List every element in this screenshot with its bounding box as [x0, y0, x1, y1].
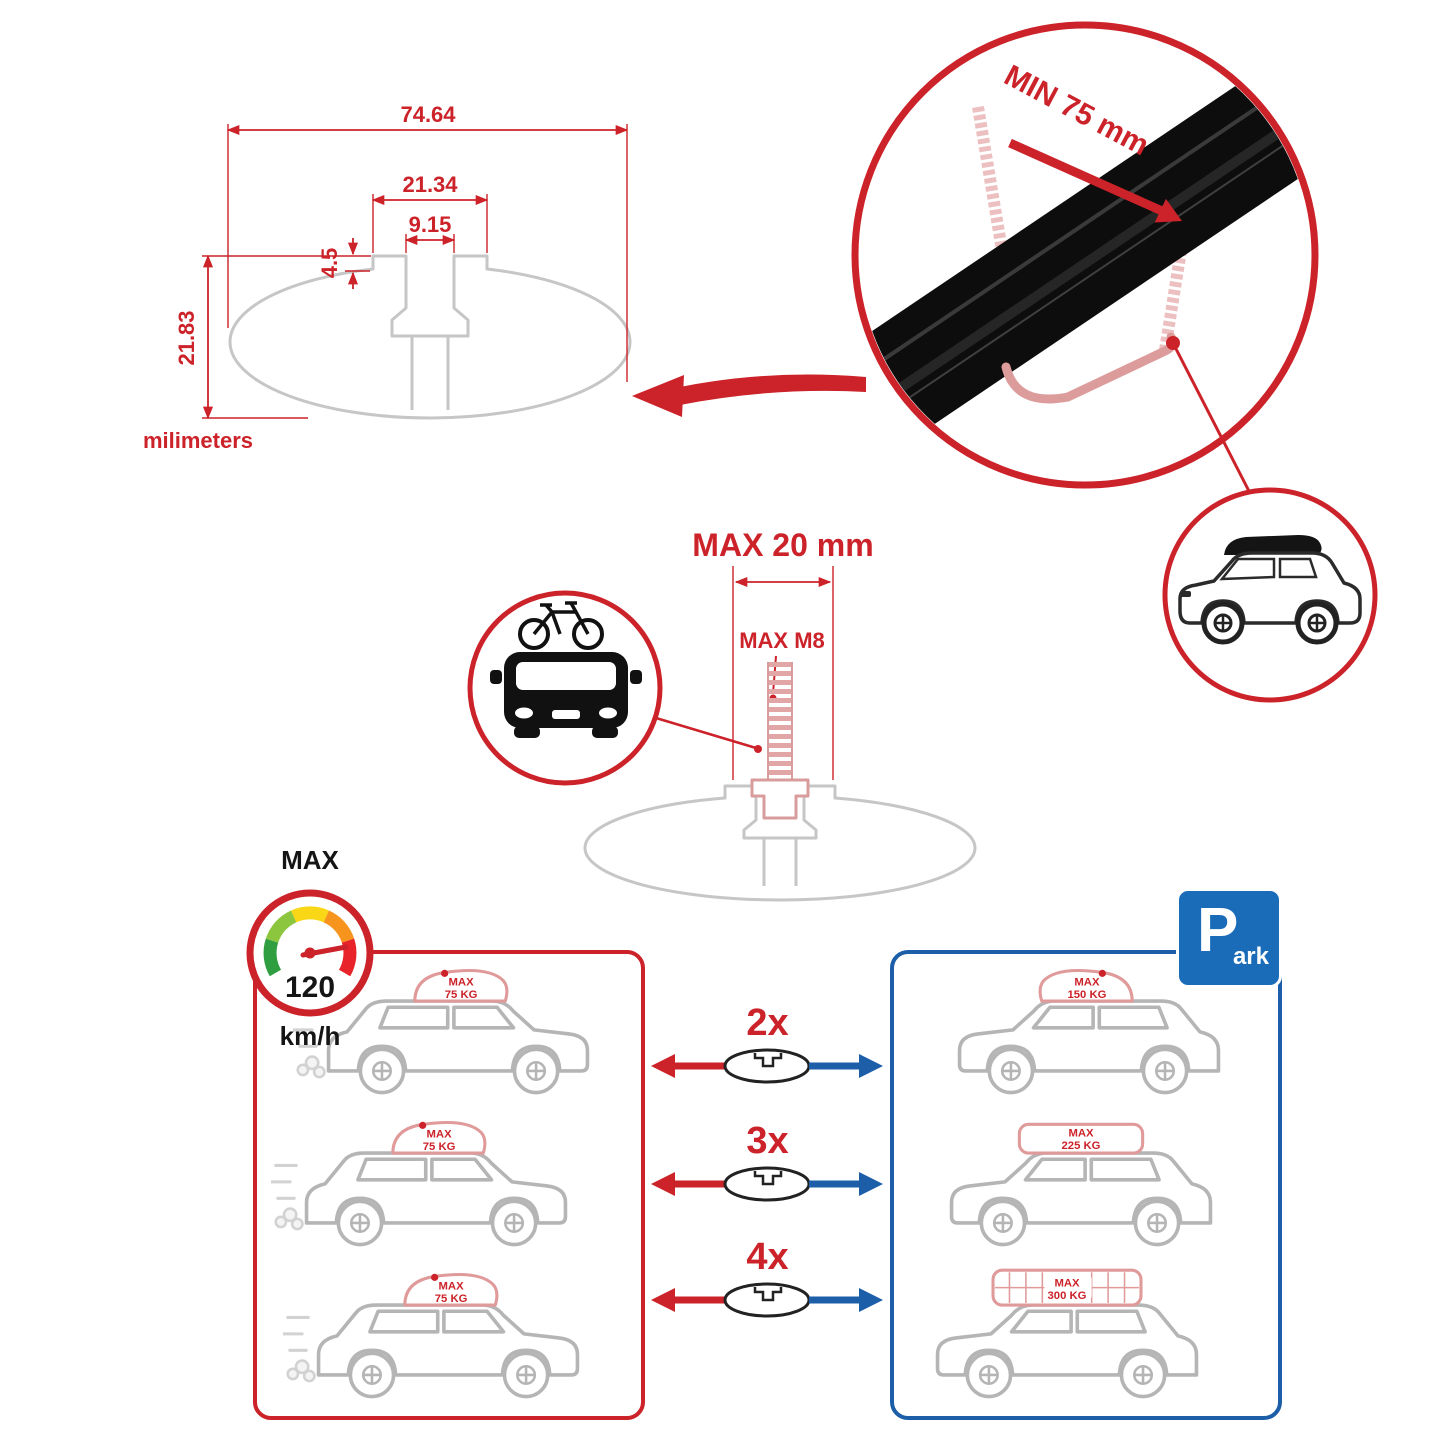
- cargo-weight-label: 225 KG: [1062, 1140, 1101, 1152]
- parked-panel: MAX 150 KG MAX 225 KG MAX 300 KG: [890, 950, 1282, 1420]
- cargo-max-label: MAX: [1068, 1128, 1094, 1140]
- cargo-max-label: MAX: [1054, 1278, 1080, 1290]
- zoom-arrow: [632, 374, 866, 417]
- multiplier-row-4x: 4x: [645, 1236, 890, 1327]
- park-rest: ark: [1232, 943, 1269, 970]
- crossbar-profile-icon: [583, 784, 977, 902]
- bike-on-car-icon: [490, 601, 642, 738]
- leader-to-bolt: [655, 716, 757, 750]
- suv-roofbox-icon: [1178, 535, 1362, 645]
- multiplier-label: 2x: [746, 1002, 789, 1044]
- unit-label: milimeters: [143, 428, 253, 453]
- crossbar-detail-circle: MIN 75 mm: [632, 21, 1360, 498]
- crossbar-3d: [805, 47, 1360, 467]
- cargo-weight-label: 75 KG: [445, 989, 478, 1001]
- driving-panel: MAX 75 KG MAX 75 KG MAX 75 KG: [253, 950, 645, 1420]
- parked-car-2: MAX 225 KG: [949, 1122, 1213, 1247]
- step-height-label: 4.5: [317, 248, 342, 279]
- leader-to-suv-circle: [1171, 342, 1254, 498]
- total-width-dimension: 74.64: [226, 102, 629, 382]
- speed-value: 120: [285, 971, 335, 1004]
- driving-car-2: MAX 75 KG: [271, 1120, 568, 1247]
- driving-car-3: MAX 75 KG: [283, 1272, 580, 1399]
- max-bolt-length-label: MAX 20 mm: [692, 527, 873, 563]
- crossbar-count-icon: [651, 1282, 883, 1318]
- cargo-max-label: MAX: [449, 977, 475, 989]
- cargo-weight-label: 75 KG: [423, 1141, 456, 1153]
- speed-limit-gauge: MAX 120 km/h: [246, 845, 374, 1051]
- crossbar-cross-section: [228, 254, 632, 420]
- max-speed-label: MAX: [281, 845, 339, 875]
- max-thread-label: MAX M8: [739, 628, 825, 653]
- driving-car-1: MAX 75 KG: [293, 968, 590, 1095]
- cargo-weight-label: 150 KG: [1067, 989, 1106, 1001]
- parked-car-3: MAX 300 KG: [935, 1268, 1199, 1399]
- multiplier-row-3x: 3x: [645, 1120, 890, 1211]
- cargo-weight-label: 300 KG: [1048, 1290, 1087, 1302]
- cargo-max-label: MAX: [427, 1129, 453, 1141]
- multiplier-row-2x: 2x: [645, 1002, 890, 1093]
- step-height-dimension: 4.5: [317, 238, 370, 289]
- total-height-label: 21.83: [174, 310, 199, 365]
- multiplier-label: 3x: [746, 1120, 789, 1162]
- bolt-icon: [750, 662, 810, 820]
- cargo-max-label: MAX: [1074, 977, 1100, 989]
- total-height-dimension: 21.83: [174, 254, 371, 420]
- max-bolt-length-dimension: MAX 20 mm: [692, 527, 874, 780]
- total-width-label: 74.64: [400, 102, 456, 127]
- cargo-max-label: MAX: [439, 1281, 465, 1293]
- suv-roofbox-circle: [1162, 487, 1378, 703]
- bike-car-circle: [467, 590, 762, 786]
- cargo-weight-label: 75 KG: [435, 1293, 468, 1305]
- bolt-diagram: MAX 20 mm MAX M8: [467, 527, 977, 902]
- step-width-label: 21.34: [402, 172, 458, 197]
- crossbar-count-icon: [651, 1048, 883, 1084]
- step-width-dimension: 21.34: [371, 172, 489, 253]
- slot-width-dimension: 9.15: [404, 212, 456, 253]
- park-sign: P ark: [1176, 888, 1282, 988]
- parked-car-1: MAX 150 KG: [957, 968, 1221, 1095]
- crossbar-count-icon: [651, 1166, 883, 1202]
- park-letter: P: [1197, 896, 1239, 965]
- slot-width-label: 9.15: [409, 212, 452, 237]
- crossbar-dimension-diagram: 74.64 21.34 9.15 4.5 21.83 milimeters: [143, 102, 632, 453]
- max-thread-label-group: MAX M8: [739, 628, 825, 702]
- speedometer-icon: 120: [246, 889, 374, 1017]
- speed-unit: km/h: [280, 1021, 341, 1051]
- multiplier-label: 4x: [746, 1236, 789, 1278]
